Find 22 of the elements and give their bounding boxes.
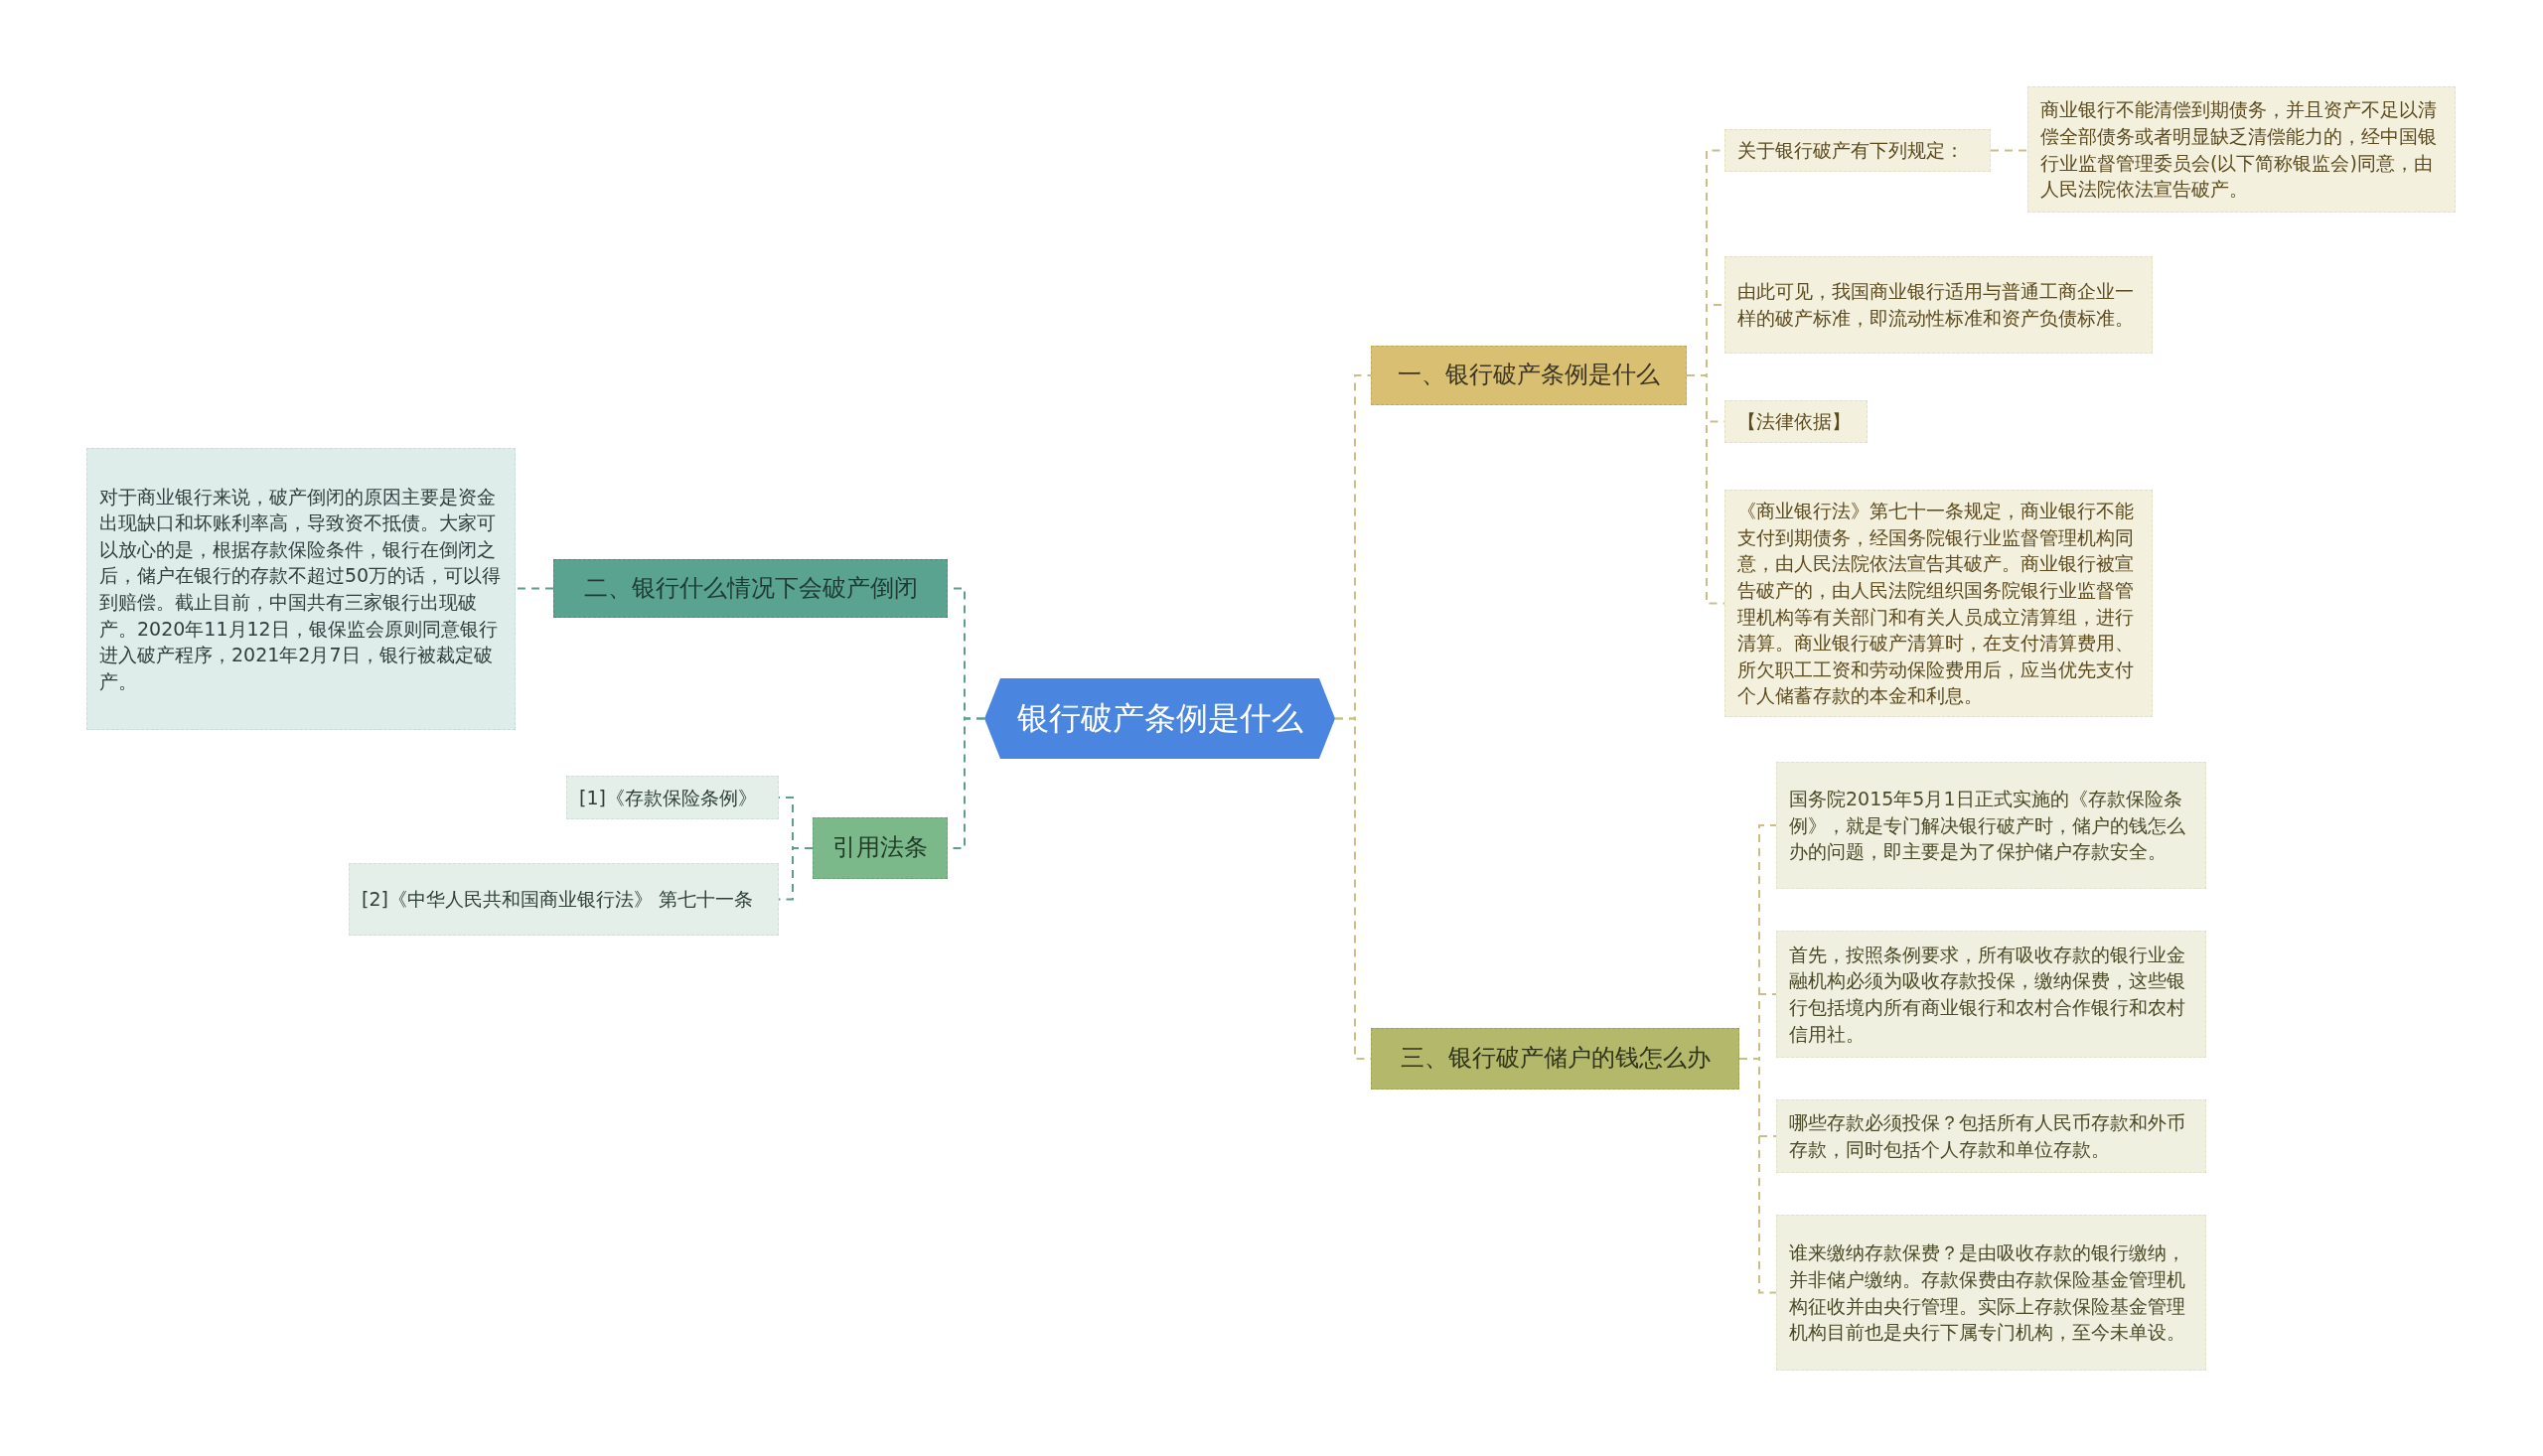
branch-box: 引用法条 — [813, 817, 948, 879]
note-box: 国务院2015年5月1日正式实施的《存款保险条例》，就是专门解决银行破产时，储户的钱怎么办的问题，即主要是为了保护储户存款安全。 — [1776, 762, 2206, 889]
note-box: 首先，按照条例要求，所有吸收存款的银行业金融机构必须为吸收存款投保，缴纳保费，这些银行包括境内所有商业银行和农村合作银行和农村信用社。 — [1776, 931, 2206, 1058]
note-box: 对于商业银行来说，破产倒闭的原因主要是资金出现缺口和坏账利率高，导致资不抵债。大家可以放心的是，根据存款保险条件，银行在倒闭之后，储户在银行的存款不超过50万的话，可以得到赔偿。截止目前，中国共有三家银行出现破产。2020年11月12日，银保监会原则同意银行进入破产程序，2021年2月7日，银行被裁定破产。 — [86, 448, 516, 730]
note-box: [1]《存款保险条例》 — [566, 776, 779, 819]
note-box: 关于银行破产有下列规定： — [1724, 129, 1991, 172]
branch-box: 二、银行什么情况下会破产倒闭 — [553, 559, 948, 618]
note-box: 【法律依据】 — [1724, 400, 1868, 443]
connector — [1738, 1058, 1777, 1294]
note-box: 谁来缴纳存款保费？是由吸收存款的银行缴纳，并非储户缴纳。存款保费由存款保险基金管理机构征收并由央行管理。实际上存款保险基金管理机构目前也是央行下属专门机构，至今未单设。 — [1776, 1215, 2206, 1371]
note-box: 由此可见，我国商业银行适用与普通工商企业一样的破产标准，即流动性标准和资产负债标准。 — [1724, 256, 2153, 354]
branch-box: 三、银行破产储户的钱怎么办 — [1371, 1028, 1739, 1090]
note-box: 商业银行不能清偿到期债务，并且资产不足以清偿全部债务或者明显缺乏清偿能力的，经中国银行业监督管理委员会(以下简称银监会)同意，由人民法院依法宣告破产。 — [2027, 86, 2456, 213]
note-box: 哪些存款必须投保？包括所有人民币存款和外币存款，同时包括个人存款和单位存款。 — [1776, 1099, 2206, 1173]
branch-box: 一、银行破产条例是什么 — [1371, 346, 1687, 405]
connector — [1990, 149, 2028, 152]
connector — [1686, 374, 1725, 605]
note-box: 《商业银行法》第七十一条规定，商业银行不能支付到期债务，经国务院银行业监督管理机构同意，由人民法院依法宣告其破产。商业银行被宣告破产的，由人民法院组织国务院银行业监督管理机构等有关部门和有关人员成立清算组，进行清算。商业银行破产清算时，在支付清算费用、所欠职工工资和劳动保险费用后，应当优先支付个人储蓄存款的本金和利息。 — [1724, 490, 2153, 717]
connector — [515, 587, 554, 590]
note-box: [2]《中华人民共和国商业银行法》 第七十一条 — [349, 863, 779, 936]
central-topic: 银行破产条例是什么 — [984, 678, 1335, 759]
connector — [778, 847, 814, 901]
